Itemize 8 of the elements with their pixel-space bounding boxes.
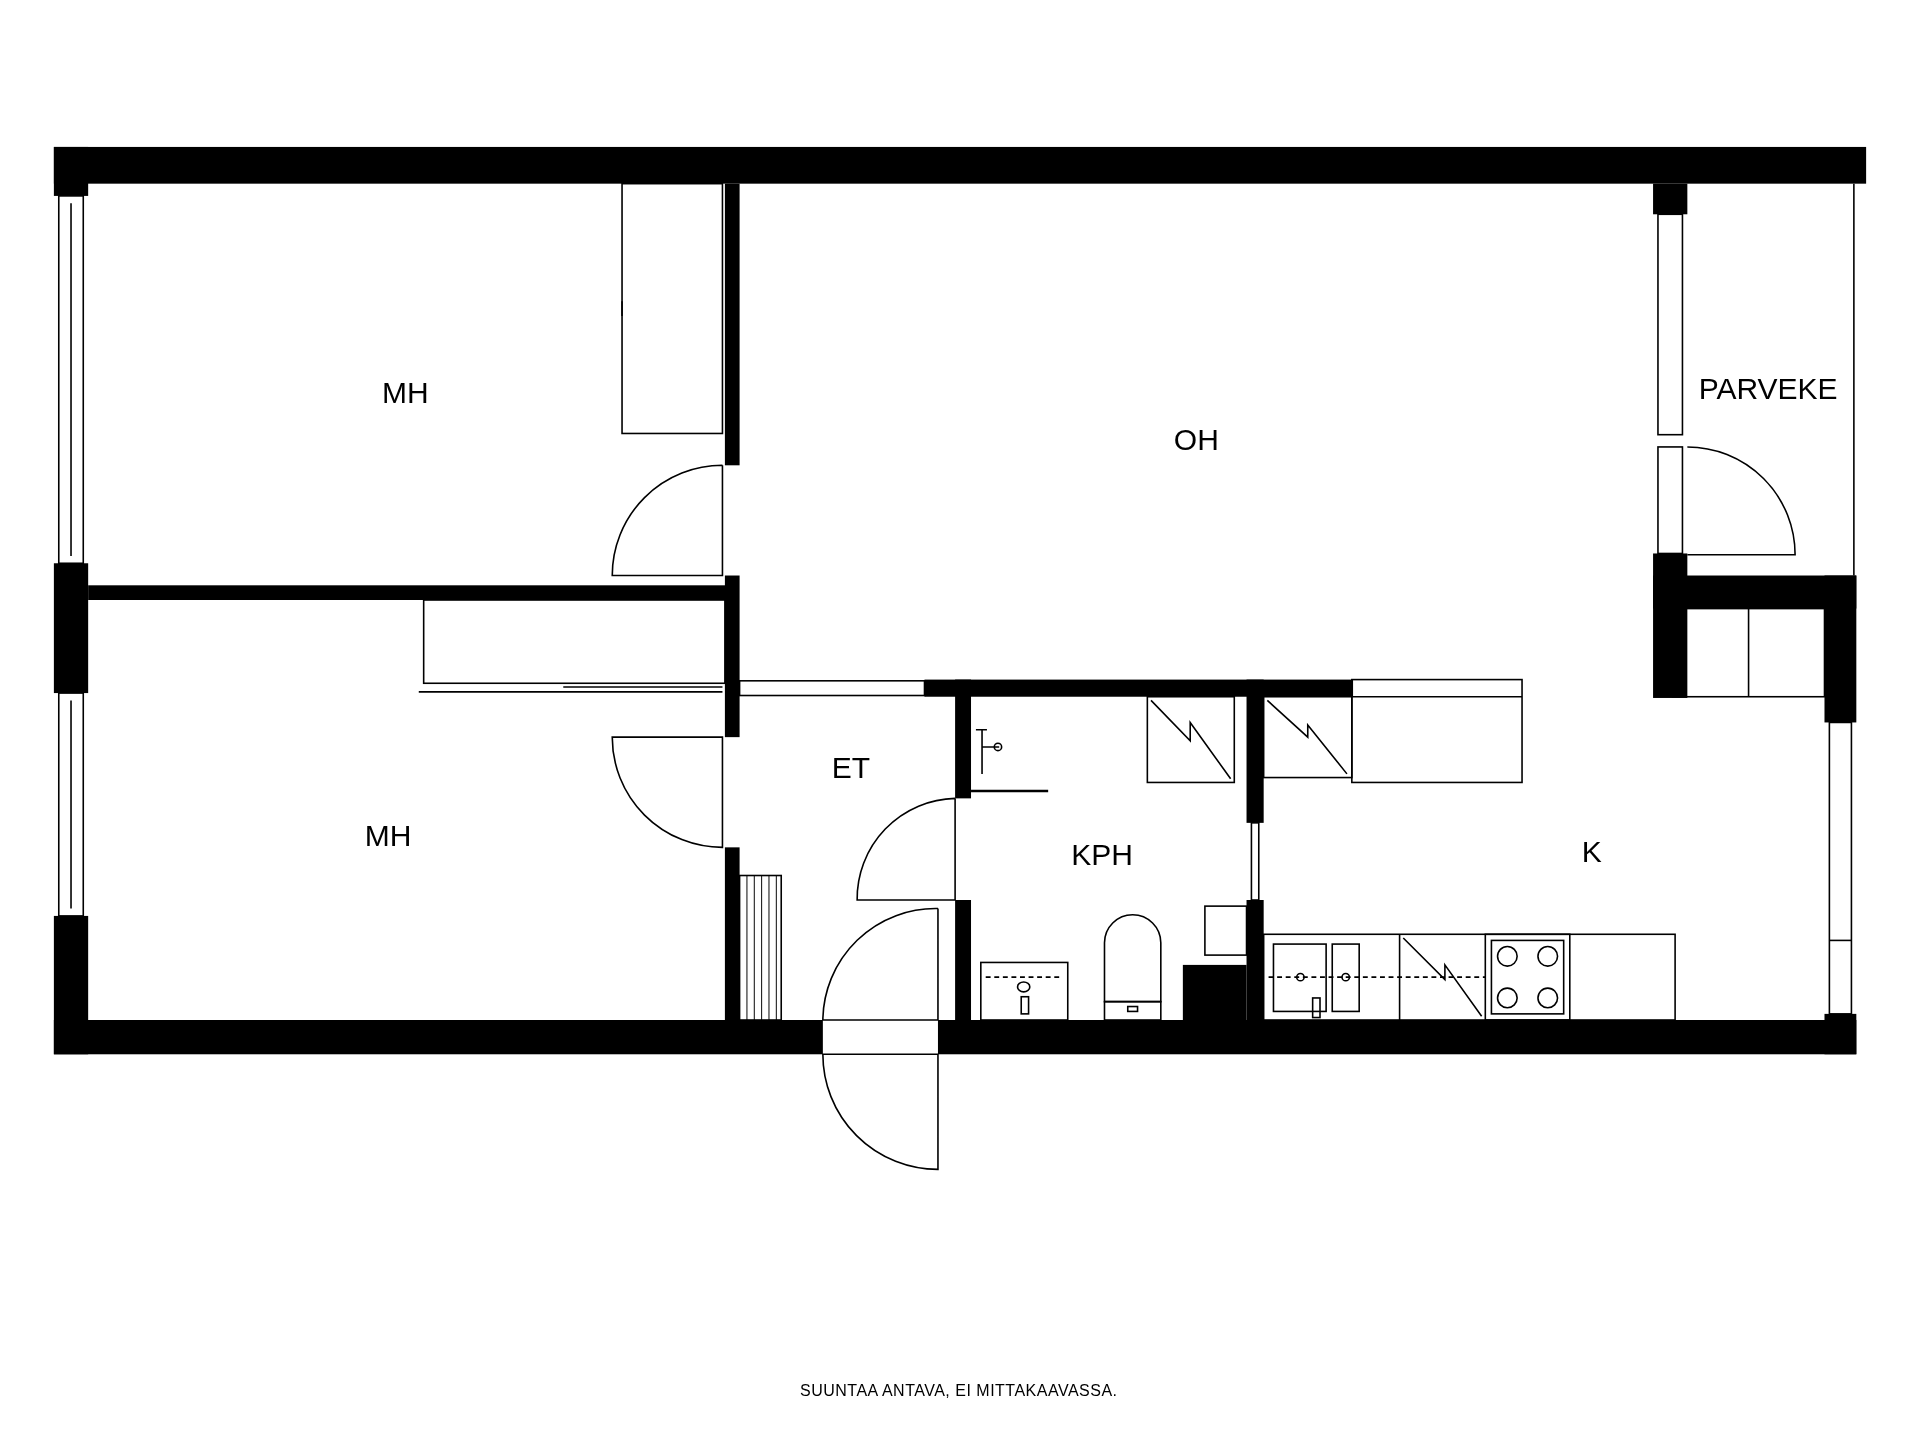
room-label: K <box>1581 835 1602 870</box>
caption: SUUNTAA ANTAVA, EI MITTAKAAVASSA. <box>799 1382 1118 1400</box>
room-label: OH <box>1173 422 1219 457</box>
room-label: MH <box>381 376 429 411</box>
room-label: MH <box>364 819 412 854</box>
room-label: KPH <box>1071 837 1133 872</box>
room-label: ET <box>831 750 871 785</box>
room-label: PARVEKE <box>1698 372 1838 407</box>
